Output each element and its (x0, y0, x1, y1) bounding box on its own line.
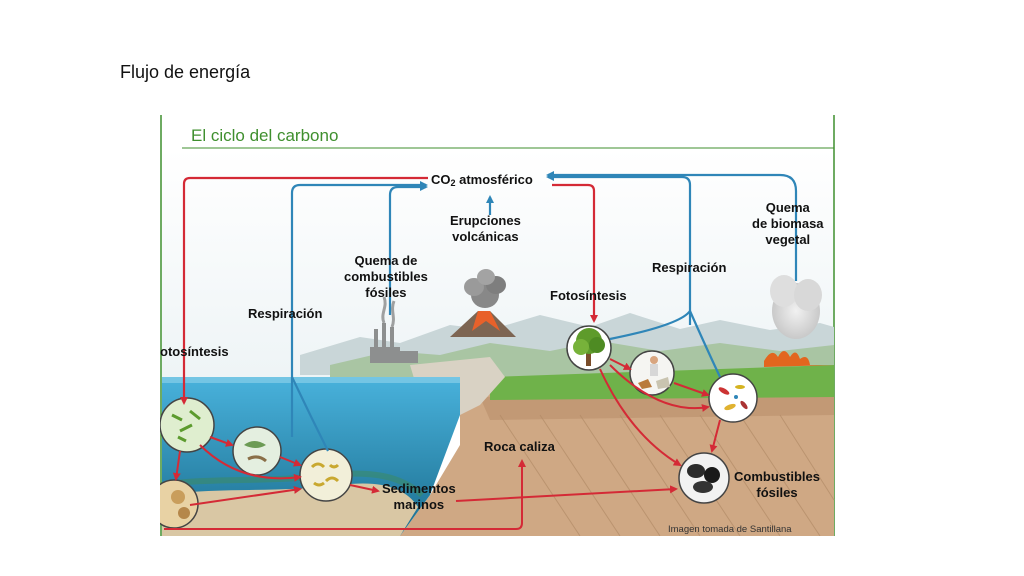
label-photosynthesis-right: Fotosíntesis (550, 288, 627, 303)
factory (370, 323, 418, 363)
label-biomass-burning: Quema de biomasa vegetal (752, 200, 824, 247)
label-respiration-right: Respiración (652, 260, 727, 275)
figure-title: El ciclo del carbono (191, 126, 339, 145)
image-credit: Imagen tomada de Santillana (668, 524, 792, 535)
fire (764, 351, 834, 367)
label-photosynthesis-left: otosíntesis (160, 344, 229, 359)
slide-title: Flujo de energía (120, 62, 251, 82)
label-marine-sediments: Sedimentos marinos (382, 481, 456, 512)
carbon-cycle-figure: El ciclo del carbono CO2 atmosférico Eru… (160, 115, 836, 536)
diagram-artwork (160, 115, 835, 536)
zooplankton-circle (232, 426, 282, 476)
phytoplankton-circle (160, 397, 215, 453)
label-co2-atmospheric: CO2 atmosférico (431, 172, 533, 188)
fossil-fuels-circle (678, 452, 730, 504)
arrow-respiration-right (546, 173, 692, 325)
label-limestone: Roca caliza (484, 439, 555, 454)
arrow-to-limestone (164, 459, 526, 530)
label-volcanic-eruptions: Erupciones volcánicas (450, 213, 521, 244)
label-fossil-fuel-burning: Quema de combustibles fósiles (344, 253, 428, 300)
arrow-photosynthesis-left (180, 176, 428, 405)
label-respiration-left: Respiración (248, 306, 323, 321)
arrow-fossil-burning (388, 183, 428, 315)
sea-floor (162, 483, 418, 536)
label-fossil-fuels: Combustibles fósiles (734, 469, 820, 500)
bacteria-circle (299, 448, 353, 502)
decomposers-circle (708, 373, 758, 423)
arrow-respiration-left (290, 181, 428, 415)
arrow-biomass-burning (546, 171, 798, 281)
arrow-photosynthesis-right (552, 183, 598, 323)
